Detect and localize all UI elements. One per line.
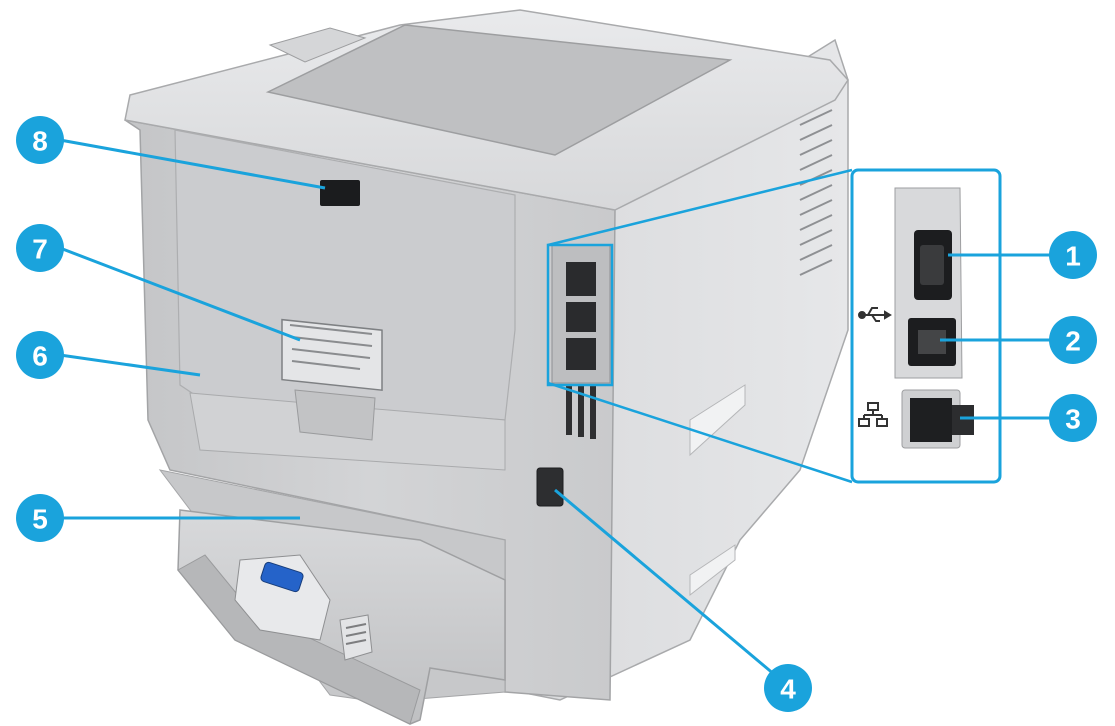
output-bin-extension [268,27,367,63]
usb-icon [858,307,892,322]
callout-8: 8 [16,116,64,164]
callout-1-label: 1 [1065,241,1081,272]
callout-8-label: 8 [32,126,48,157]
side-vents [799,94,833,276]
leader-line-4 [554,488,776,677]
rear-vents [566,385,596,439]
rear-port-panel [551,244,611,384]
power-connector [536,467,564,507]
paper-guide-blue-latch [260,561,304,593]
ports-detail-box [546,168,1002,484]
side-handle-upper [689,384,746,457]
leader-line-8 [59,138,326,190]
callout-5: 5 [16,494,64,542]
callout-7-label: 7 [32,234,48,265]
callout-1: 1 [1049,231,1097,279]
paper-width-guide [339,614,373,661]
callout-3-label: 3 [1065,404,1081,435]
leader-line-7 [59,246,301,342]
callout-7: 7 [16,224,64,272]
duplex-tab [294,389,376,441]
callout-4-label: 4 [780,674,796,705]
callout-6-label: 6 [32,341,48,372]
side-handle-lower [689,544,736,597]
callout-2: 2 [1049,316,1097,364]
tray-2 [177,509,506,725]
callout-5-label: 5 [32,504,48,535]
rear-door-latch [320,180,360,206]
callout-4: 4 [764,664,812,712]
callout-3: 3 [1049,394,1097,442]
callout-2-label: 2 [1065,326,1081,357]
leader-line-6 [59,353,201,377]
leader-lines [59,138,1050,677]
guide-ridges [345,623,367,645]
network-icon [858,402,888,427]
callout-6: 6 [16,331,64,379]
paper-length-guide [234,554,331,641]
serial-number-label [281,318,383,391]
output-bin [265,24,733,156]
